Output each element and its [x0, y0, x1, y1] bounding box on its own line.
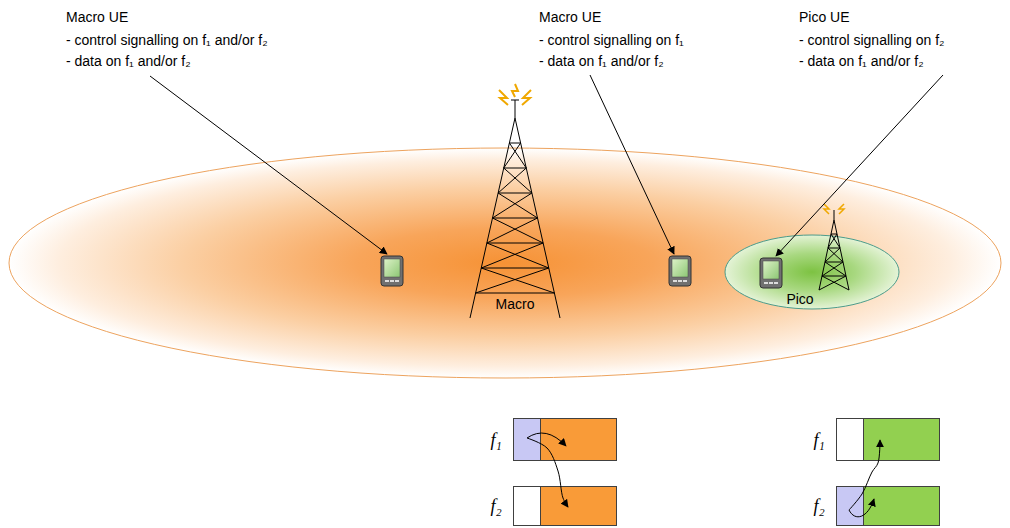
cell-ellipse: [9, 148, 1001, 378]
data-region: [541, 419, 616, 460]
radio-bolt: [522, 90, 531, 105]
control-region: [837, 487, 864, 525]
callout-text-holder: - data on f₁ and/or f₂: [66, 53, 191, 69]
callout-text: Macro UE: [539, 9, 601, 25]
callout-text: - control signalling on f₂: [799, 32, 945, 48]
callout-text-holder: - control signalling on f₁: [539, 32, 684, 48]
phone-screen: [763, 261, 779, 279]
callout-text-holder: - data on f₁ and/or f₂: [539, 53, 664, 69]
phone-key: [764, 282, 768, 284]
data-region: [541, 487, 616, 525]
phone-key: [673, 280, 677, 282]
control-region: [514, 487, 541, 525]
cell-label: Pico: [786, 291, 813, 307]
carrier-label: f₂: [490, 496, 501, 516]
carrier-box: f₁: [836, 418, 940, 461]
phone-key: [385, 280, 389, 282]
radio-bolt: [512, 84, 518, 97]
callout-text-holder: Macro UE: [539, 9, 601, 25]
phone-key: [395, 280, 399, 282]
phone-screen: [672, 259, 688, 277]
ue-phone: [381, 256, 403, 286]
macro-cell-area: Macro Pico: [8, 147, 1002, 379]
callout-text-holder: - data on f₁ and/or f₂: [799, 53, 924, 69]
phone-body: [760, 258, 782, 288]
data-region: [864, 487, 939, 525]
callout-text: Pico UE: [799, 9, 850, 25]
phone-key: [678, 280, 682, 282]
phone-key: [390, 280, 394, 282]
carrier-box: f₁: [513, 418, 617, 461]
ue-phone: [760, 258, 782, 288]
pico-cell-area: Pico: [724, 234, 900, 310]
callout-text: - data on f₁ and/or f₂: [539, 53, 664, 69]
phone-key: [683, 280, 687, 282]
phone-key: [769, 282, 773, 284]
callout-text: - data on f₁ and/or f₂: [66, 53, 191, 69]
callout-text-holder: - control signalling on f₁ and/or f₂: [66, 32, 268, 48]
phone-body: [381, 256, 403, 286]
callout-text-holder: Macro UE: [66, 9, 128, 25]
carrier-box: f₂: [513, 486, 617, 526]
carrier-label: f₁: [813, 430, 824, 450]
callout-text-holder: - control signalling on f₂: [799, 32, 945, 48]
carrier-label: f₁: [490, 430, 501, 450]
callout-text: - control signalling on f₁ and/or f₂: [66, 32, 268, 48]
data-region: [864, 419, 939, 460]
carrier-box: f₂: [836, 486, 940, 526]
control-region: [514, 419, 541, 460]
ue-phone: [669, 256, 691, 286]
cell-label: Macro: [496, 296, 535, 312]
callout-text: Macro UE: [66, 9, 128, 25]
callout-text-holder: Pico UE: [799, 9, 850, 25]
phone-screen: [384, 259, 400, 277]
callout-text: - data on f₁ and/or f₂: [799, 53, 924, 69]
phone-body: [669, 256, 691, 286]
cell-ellipse: [725, 235, 899, 309]
phone-key: [774, 282, 778, 284]
control-region: [837, 419, 864, 460]
carrier-label: f₂: [813, 496, 824, 516]
callout-text: - control signalling on f₁: [539, 32, 684, 48]
radio-bolt: [499, 90, 508, 105]
